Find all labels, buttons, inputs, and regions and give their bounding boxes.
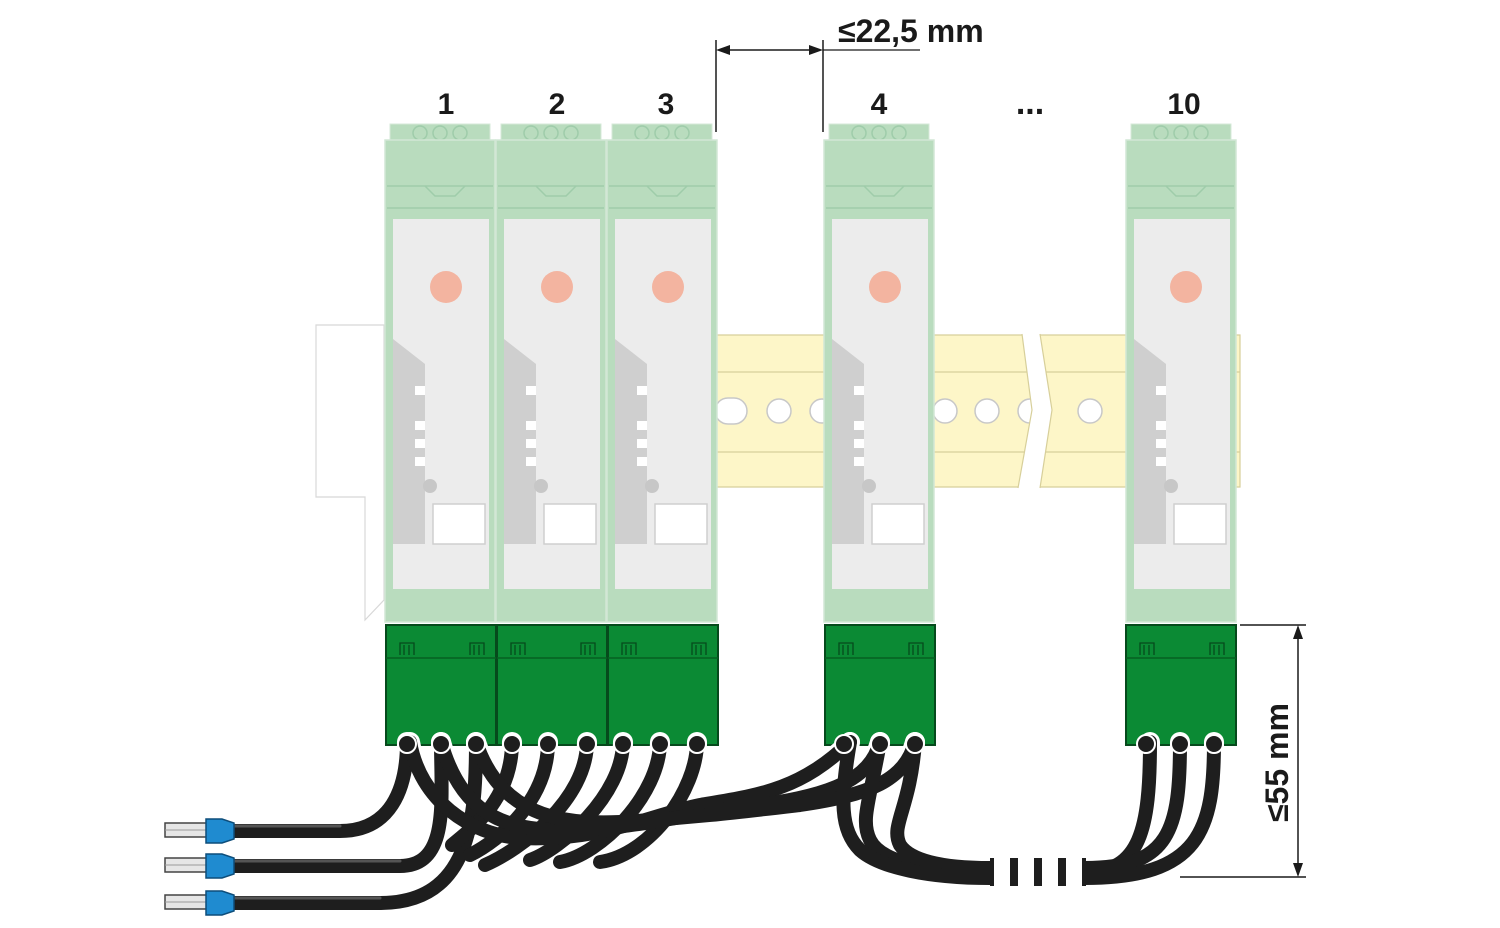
module-4 [823, 123, 935, 623]
module-1 [384, 123, 496, 623]
module-label-4: 4 [871, 88, 888, 121]
cable-bundle [221, 732, 1224, 913]
status-led [652, 271, 684, 303]
connector-4 [824, 624, 936, 746]
module-3 [606, 123, 718, 623]
cable-break [990, 835, 1086, 890]
ferrule [164, 818, 235, 844]
connector-3 [607, 624, 719, 746]
ferrule [164, 853, 235, 879]
module-label-3: 3 [658, 88, 675, 121]
module-10 [1125, 123, 1237, 623]
end-bracket [315, 324, 385, 622]
ferrule [164, 890, 235, 916]
height-dimension [1180, 624, 1306, 878]
status-led [1170, 271, 1202, 303]
module-label-1: 1 [438, 88, 455, 121]
status-led [541, 271, 573, 303]
height-dimension-label: ≤55 mm [1259, 703, 1295, 822]
connector-10 [1125, 624, 1237, 746]
module-label-10: 10 [1167, 88, 1200, 121]
module-2 [495, 123, 607, 623]
status-led [430, 271, 462, 303]
module-label-2: 2 [549, 88, 566, 121]
width-dimension [715, 40, 920, 132]
status-led [869, 271, 901, 303]
width-dimension-label: ≤22,5 mm [838, 13, 984, 49]
wire-entries [397, 734, 1224, 754]
ellipsis-label: ... [1016, 84, 1044, 122]
ferrules [164, 818, 235, 916]
connector-2 [496, 624, 608, 746]
connector-1 [385, 624, 497, 746]
